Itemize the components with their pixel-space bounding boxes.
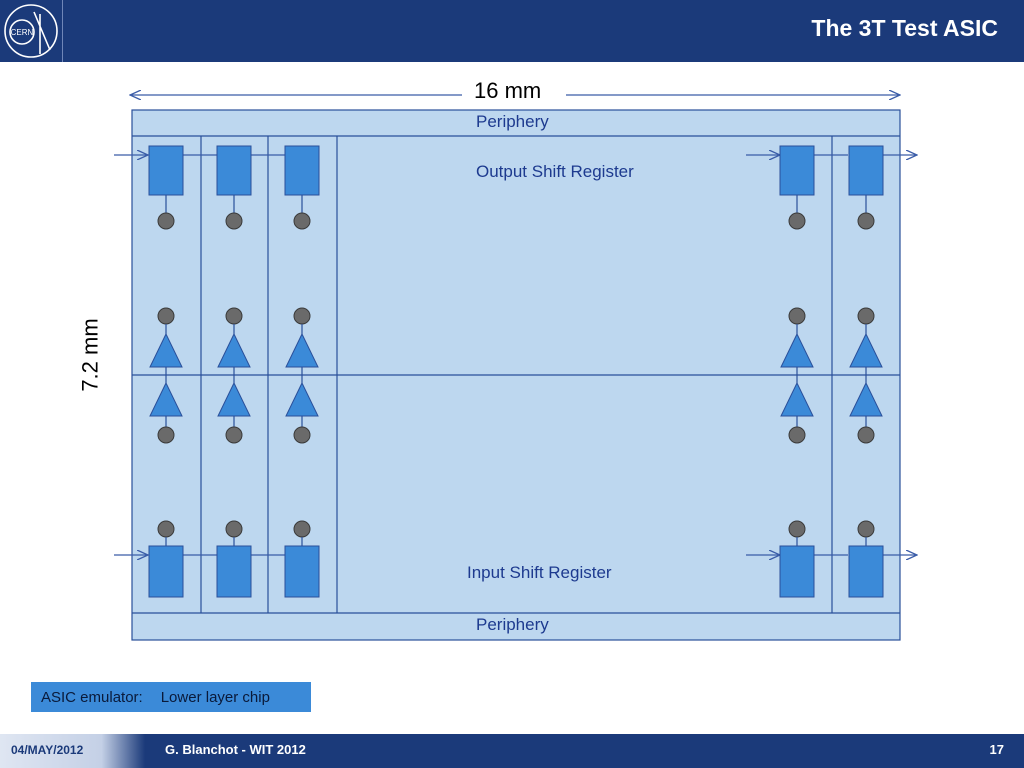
periphery-bottom-label: Periphery bbox=[476, 615, 549, 634]
footer-author: G. Blanchot - WIT 2012 bbox=[165, 742, 306, 757]
pad-dot bbox=[857, 426, 875, 444]
periphery-top-label: Periphery bbox=[476, 112, 549, 131]
header-bar: CERN The 3T Test ASIC bbox=[0, 0, 1024, 62]
pad-dot bbox=[293, 307, 311, 325]
pad-dot bbox=[225, 520, 243, 538]
output-register-label: Output Shift Register bbox=[476, 162, 634, 181]
height-dimension-label: 7.2 mm bbox=[77, 318, 103, 392]
cern-logo: CERN bbox=[0, 0, 63, 62]
width-dimension-label: 16 mm bbox=[470, 78, 546, 104]
footer-bar: 04/MAY/2012 G. Blanchot - WIT 2012 17 bbox=[0, 734, 1024, 768]
footer-gradient bbox=[0, 734, 145, 768]
cern-logo-icon: CERN bbox=[4, 4, 58, 58]
input-register-label: Input Shift Register bbox=[467, 563, 612, 582]
footer-date: 04/MAY/2012 bbox=[11, 743, 84, 757]
pixel-columns bbox=[148, 145, 884, 598]
pad-dot bbox=[788, 212, 806, 230]
output-register-cell bbox=[779, 145, 815, 196]
pad-dot bbox=[788, 307, 806, 325]
pad-dot bbox=[157, 307, 175, 325]
output-register-cell bbox=[216, 145, 252, 196]
pad-dot bbox=[157, 212, 175, 230]
output-register-cell bbox=[284, 145, 320, 196]
input-register-cell bbox=[216, 545, 252, 598]
pad-dot bbox=[857, 212, 875, 230]
input-register-cell bbox=[779, 545, 815, 598]
pad-dot bbox=[857, 307, 875, 325]
pad-dot bbox=[157, 520, 175, 538]
slide-title: The 3T Test ASIC bbox=[811, 15, 998, 41]
svg-text:CERN: CERN bbox=[11, 28, 34, 37]
pad-dot bbox=[225, 212, 243, 230]
pad-dot bbox=[225, 307, 243, 325]
input-register-cell bbox=[284, 545, 320, 598]
pad-dot bbox=[157, 426, 175, 444]
pad-dot bbox=[293, 426, 311, 444]
pad-dot bbox=[788, 520, 806, 538]
page-number: 17 bbox=[989, 742, 1004, 757]
output-register-cell bbox=[848, 145, 884, 196]
emulator-value: Lower layer chip bbox=[160, 688, 270, 706]
pad-dot bbox=[293, 212, 311, 230]
asic-emulator-box: ASIC emulator: Lower layer chip bbox=[31, 682, 311, 712]
input-register-cell bbox=[148, 545, 184, 598]
asic-diagram bbox=[114, 0, 1024, 641]
pad-dot bbox=[788, 426, 806, 444]
input-register-cell bbox=[848, 545, 884, 598]
pad-dot bbox=[857, 520, 875, 538]
emulator-label: ASIC emulator: bbox=[41, 688, 143, 706]
output-register-cell bbox=[148, 145, 184, 196]
pad-dot bbox=[293, 520, 311, 538]
pad-dot bbox=[225, 426, 243, 444]
